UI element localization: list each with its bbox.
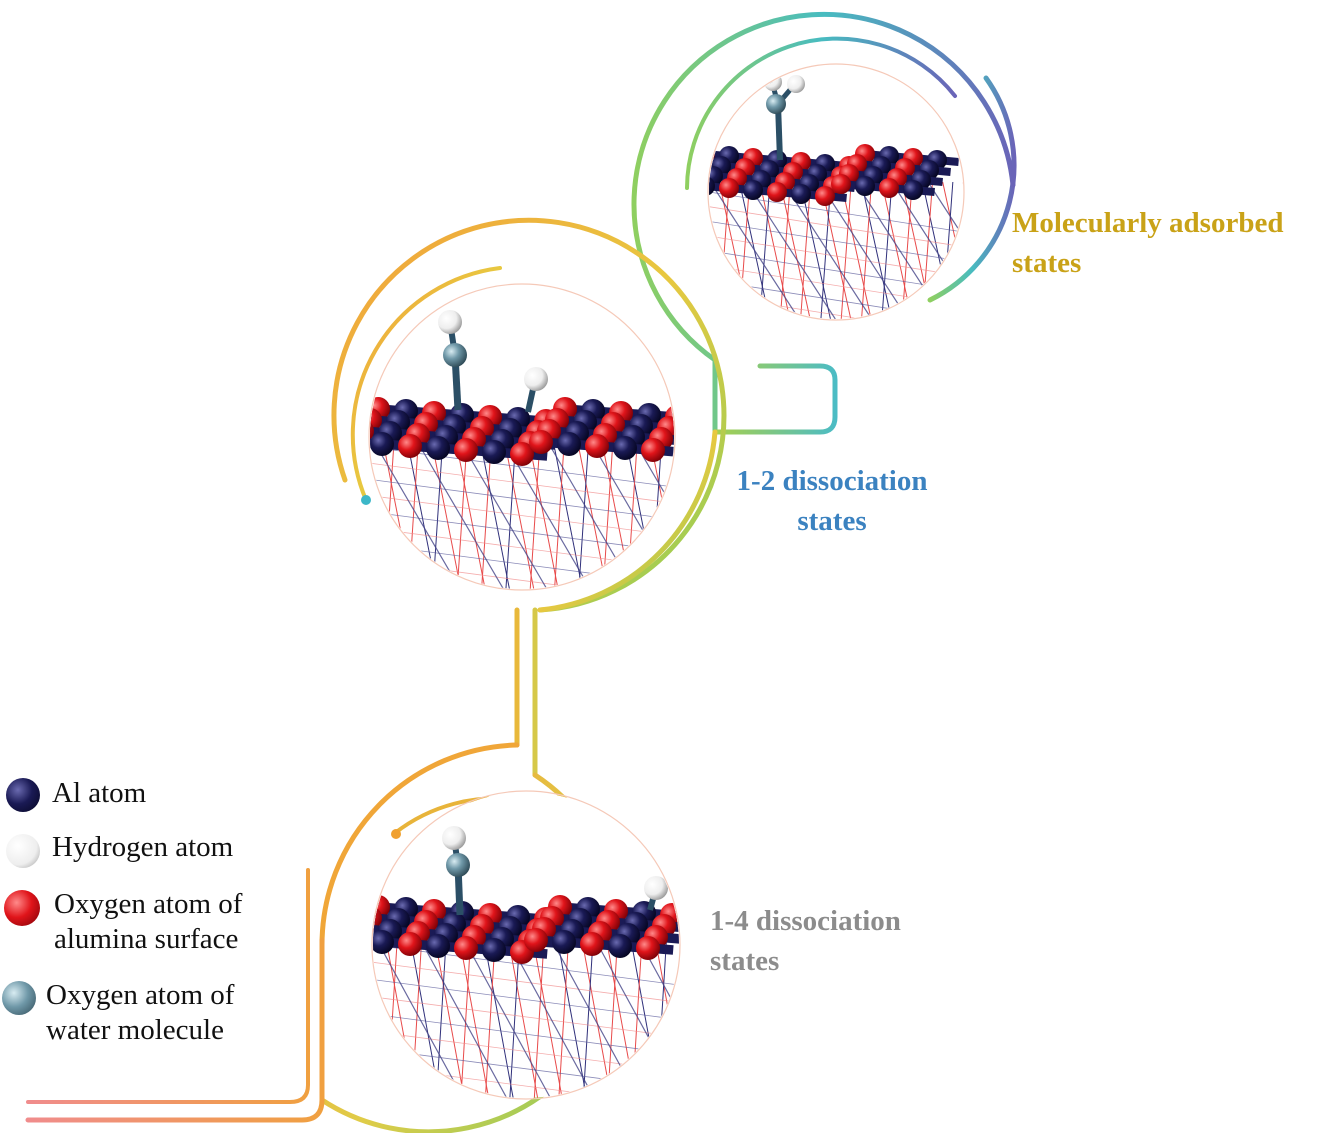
surface-al-atom: [552, 930, 576, 954]
surface-al-atom: [482, 938, 506, 962]
surface-atoms: [342, 895, 679, 964]
hydrogen-atom: [442, 826, 466, 850]
adsorbate: [438, 310, 548, 413]
surface-oxygen-atom: [767, 182, 787, 202]
adsorbate: [442, 826, 668, 916]
surface-al-atom: [613, 436, 637, 460]
legend-label-hydrogen: Hydrogen atom: [52, 831, 234, 863]
surface-al-atom: [743, 180, 763, 200]
surface-oxygen-atom: [398, 434, 422, 458]
surface-oxygen-atom: [342, 928, 366, 952]
surface-oxygen-atom: [529, 430, 553, 454]
surface-oxygen-atom: [580, 932, 604, 956]
surface-atoms: [370, 397, 674, 466]
top-outer-arc: [927, 75, 1017, 303]
mid-end-dot: [361, 495, 371, 505]
label-molecular-line1: Molecularly adsorbed: [1012, 207, 1284, 239]
surface-oxygen-atom: [641, 438, 665, 462]
surface-al-atom: [709, 176, 715, 196]
label-d14-line2: states: [710, 945, 780, 977]
label-molecular-line2: states: [1012, 247, 1082, 279]
hydrogen-atom: [787, 75, 805, 93]
hydrogen-atom: [644, 876, 668, 900]
bottom-end-dot: [391, 829, 401, 839]
label-dissociation-1-4: 1-4 dissociation states: [710, 901, 901, 981]
legend-label-oxygen-water-2: water molecule: [46, 1014, 224, 1046]
pathway-lines: [25, 11, 1017, 1133]
water-oxygen-atom: [446, 853, 470, 877]
foot-outer: [25, 937, 325, 1123]
surface-oxygen-atom: [398, 932, 422, 956]
oxygen-water-atom-icon: [2, 981, 36, 1015]
surface-oxygen-atom: [510, 442, 534, 466]
surface-al-atom: [426, 436, 450, 460]
al-atom-icon: [6, 778, 40, 812]
dissociation-1-2-scene: [370, 285, 674, 589]
surface-oxygen-atom: [879, 178, 899, 198]
mid-inner-arc: [350, 266, 502, 502]
hydrogen-atom: [438, 310, 462, 334]
legend-label-oxygen-water-1: Oxygen atom of: [46, 979, 235, 1011]
mid-outer-ring: [331, 217, 727, 613]
surface-al-atom: [557, 432, 581, 456]
bottom-left-ring: [319, 742, 520, 948]
surface-al-atom: [370, 432, 394, 456]
surface-al-atom: [426, 934, 450, 958]
surface-oxygen-atom: [370, 408, 382, 432]
surface-al-atom: [608, 934, 632, 958]
label-d12-line2: states: [797, 505, 867, 537]
label-molecular-adsorbed: Molecularly adsorbed states: [1012, 203, 1283, 283]
legend-label-oxygen-surface-2: alumina surface: [54, 923, 239, 955]
lattice-lines: [373, 932, 679, 1098]
top-inner-arc: [685, 36, 957, 190]
label-d14-line1: 1-4 dissociation: [710, 905, 901, 937]
surface-oxygen-atom: [454, 936, 478, 960]
surface-oxygen-atom: [636, 936, 660, 960]
hydrogen-atom-icon: [6, 834, 40, 868]
hydrogen-atom: [524, 367, 548, 391]
surface-al-atom: [791, 184, 811, 204]
bottom-node-ring: [371, 790, 681, 1100]
surface-atoms: [709, 144, 959, 206]
surface-oxygen-atom: [585, 434, 609, 458]
surface-al-atom: [855, 176, 875, 196]
legend-label-al: Al atom: [52, 777, 147, 809]
legend-label-oxygen-surface-1: Oxygen atom of: [54, 888, 243, 920]
surface-oxygen-atom: [719, 178, 739, 198]
surface-oxygen-atom: [454, 438, 478, 462]
oxygen-surface-atom-icon: [4, 890, 40, 926]
surface-oxygen-atom: [524, 928, 548, 952]
water-oxygen-atom: [443, 343, 467, 367]
surface-oxygen-atom: [831, 174, 851, 194]
surface-al-atom: [482, 440, 506, 464]
connector-top: [712, 363, 838, 435]
label-d12-line1: 1-2 dissociation: [736, 465, 928, 497]
hydrogen-atom: [764, 73, 782, 91]
molecular-adsorbed-scene: [709, 65, 963, 319]
surface-al-atom: [903, 180, 923, 200]
surface-oxygen-atom: [815, 186, 835, 206]
top-node-ring: [707, 63, 965, 321]
surface-al-atom: [709, 166, 723, 186]
surface-oxygen-atom: [373, 895, 390, 919]
top-big-arc: [631, 11, 1016, 433]
mid-node-ring: [368, 283, 676, 591]
water-oxygen-atom: [766, 94, 786, 114]
dissociation-1-4-scene: [342, 792, 679, 1098]
mid-outer-ring-right: [537, 429, 718, 613]
label-dissociation-1-2: 1-2 dissociation states: [722, 461, 942, 541]
foot-inner: [26, 868, 310, 1104]
surface-al-atom: [373, 930, 394, 954]
surface-oxygen-atom: [373, 917, 374, 941]
